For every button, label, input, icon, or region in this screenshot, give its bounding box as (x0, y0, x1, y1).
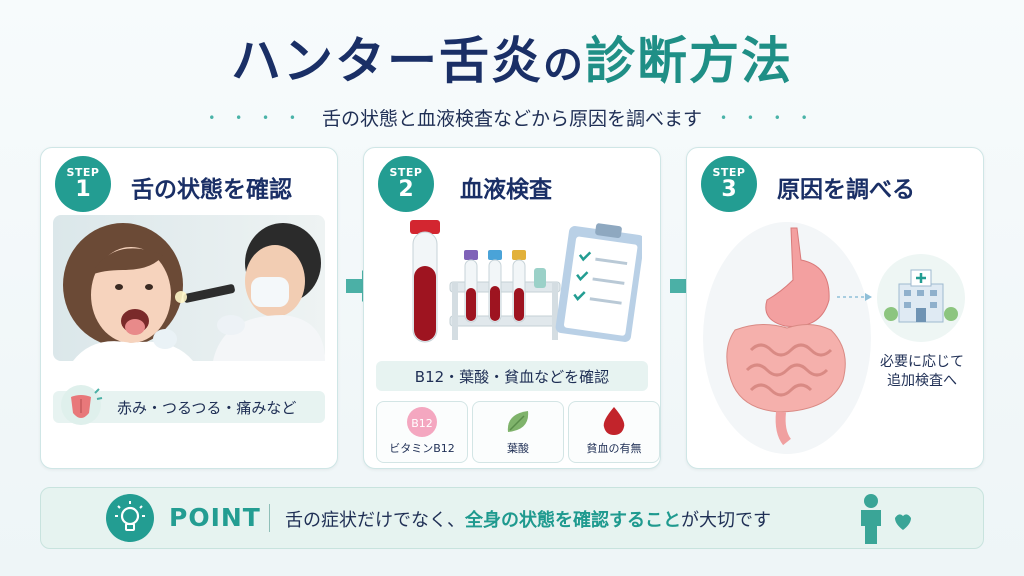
dashed-arrow-icon (837, 293, 872, 301)
step-number: 3 (721, 177, 737, 202)
title-part-2: の (543, 42, 585, 88)
point-divider (269, 504, 270, 532)
step-1-title: 舌の状態を確認 (131, 177, 292, 203)
step-label: STEP (66, 166, 100, 179)
step-3-note-line-1: 必要に応じて (880, 354, 964, 370)
leaf-icon (507, 411, 529, 432)
item-label: 葉酸 (507, 442, 529, 455)
step-3-note: 必要に応じて 追加検査へ (867, 353, 977, 391)
point-text-before: 舌の症状だけでなく、 (285, 510, 465, 531)
point-text: 舌の症状だけでなく、全身の状態を確認することが大切です (285, 506, 771, 532)
step-number: 1 (75, 177, 91, 202)
title-part-1: ハンター舌炎 (231, 32, 543, 90)
page-title: ハンター舌炎の診断方法 (0, 26, 1024, 100)
step-2-card: STEP 2 血液検査 (363, 147, 661, 469)
step-2-note: B12・葉酸・貧血などを確認 (414, 367, 610, 386)
subtitle: 舌の状態と血液検査などから原因を調べます (321, 108, 702, 130)
b12-badge-text: B12 (411, 417, 433, 430)
step-label: STEP (712, 166, 746, 179)
subtitle-row: • • • • 舌の状態と血液検査などから原因を調べます • • • • (0, 104, 1024, 131)
point-text-after: が大切です (681, 510, 771, 531)
tongue-icon (61, 385, 103, 425)
item-label: ビタミンB12 (389, 442, 455, 455)
step-2-title: 血液検査 (460, 177, 552, 203)
point-label: POINT (169, 503, 261, 532)
step-1-card: STEP 1 舌の状態を確認 (40, 147, 338, 469)
step-1-note: 赤み・つるつる・痛みなど (117, 398, 297, 417)
step-3-title: 原因を調べる (777, 177, 915, 203)
point-banner: POINT 舌の症状だけでなく、全身の状態を確認することが大切です (40, 487, 984, 549)
step-2-note-pill: B12・葉酸・貧血などを確認 (376, 361, 648, 391)
blood-test-illustration (410, 220, 642, 343)
digestive-system-illustration (703, 222, 871, 454)
step-1-note-pill: 赤み・つるつる・痛みなど (53, 385, 325, 425)
item-anemia: 貧血の有無 (568, 401, 660, 463)
step-1-badge: STEP 1 (55, 156, 111, 212)
lightbulb-icon (106, 494, 154, 542)
step-label: STEP (389, 166, 423, 179)
step-3-card: STEP 3 原因を調べる (686, 147, 984, 469)
person-heart-icon (861, 494, 911, 544)
dots-left: • • • • (208, 110, 304, 125)
hospital-icon (877, 254, 965, 342)
item-folate: 葉酸 (472, 401, 564, 463)
item-label: 貧血の有無 (586, 442, 642, 455)
title-part-3: 診断方法 (585, 32, 793, 90)
item-b12: B12 ビタミンB12 (376, 401, 468, 463)
step-2-badge: STEP 2 (378, 156, 434, 212)
point-text-highlight: 全身の状態を確認すること (465, 510, 681, 531)
dots-right: • • • • (720, 110, 816, 125)
b12-icon: B12 (407, 407, 437, 437)
step-3-badge: STEP 3 (701, 156, 757, 212)
tongue-exam-illustration (53, 215, 325, 361)
step-3-note-line-2: 追加検査へ (887, 373, 957, 389)
step-number: 2 (398, 177, 414, 202)
blood-drop-icon (603, 407, 625, 435)
